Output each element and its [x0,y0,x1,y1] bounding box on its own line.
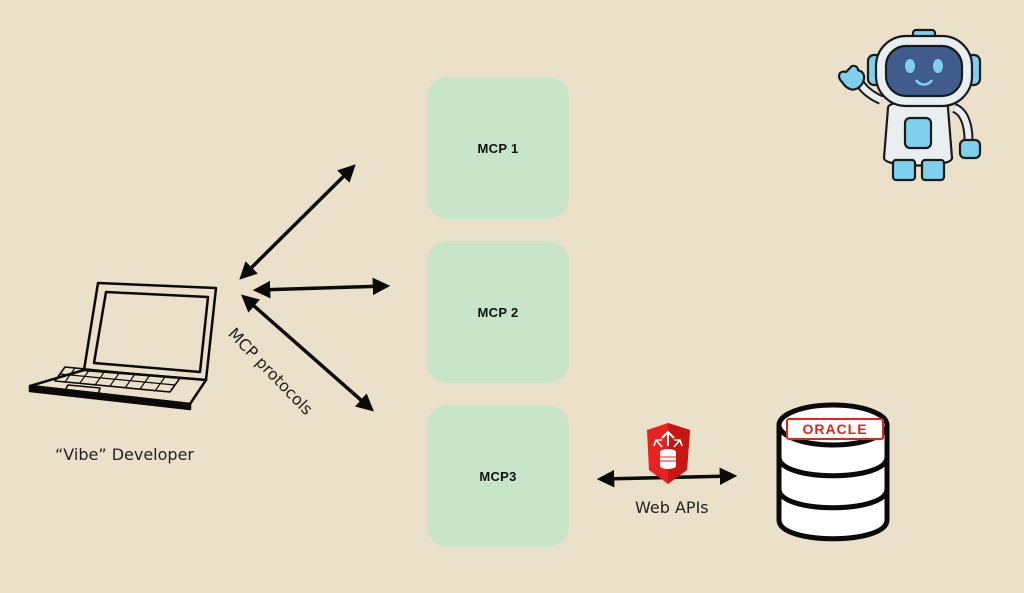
laptop-icon [28,281,218,411]
mcp-server-2: MCP 2 [427,241,569,383]
arrow-to-mcp2 [252,277,391,299]
mcp-server-2-label: MCP 2 [477,304,519,320]
mcp-server-1-label: MCP 1 [477,140,519,156]
oracle-logo-text: ORACLE [802,421,868,437]
mcp-server-3-label: MCP3 [479,468,517,484]
mcp-server-3: MCP3 [427,405,569,547]
robot-icon [837,28,982,182]
web-apis-label: Web APIs [635,498,709,517]
api-shield-icon [647,423,690,484]
arrow-to-mcp3 [241,294,374,412]
oracle-logo: ORACLE [786,418,884,440]
developer-label: “Vibe” Developer [55,445,194,464]
arrow-to-mcp1 [239,164,356,280]
mcp-server-1: MCP 1 [427,77,569,219]
